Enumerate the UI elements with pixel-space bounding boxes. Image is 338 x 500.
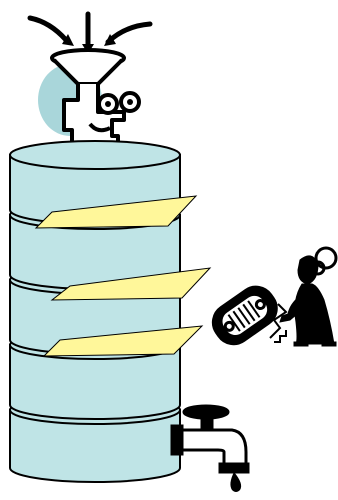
person-with-key-icon xyxy=(280,248,336,346)
faucet-icon xyxy=(172,406,248,472)
car-icon xyxy=(206,280,283,351)
database-stack-icon xyxy=(10,141,180,482)
input-arrows-icon xyxy=(30,14,150,54)
water-drop-icon xyxy=(230,472,241,492)
